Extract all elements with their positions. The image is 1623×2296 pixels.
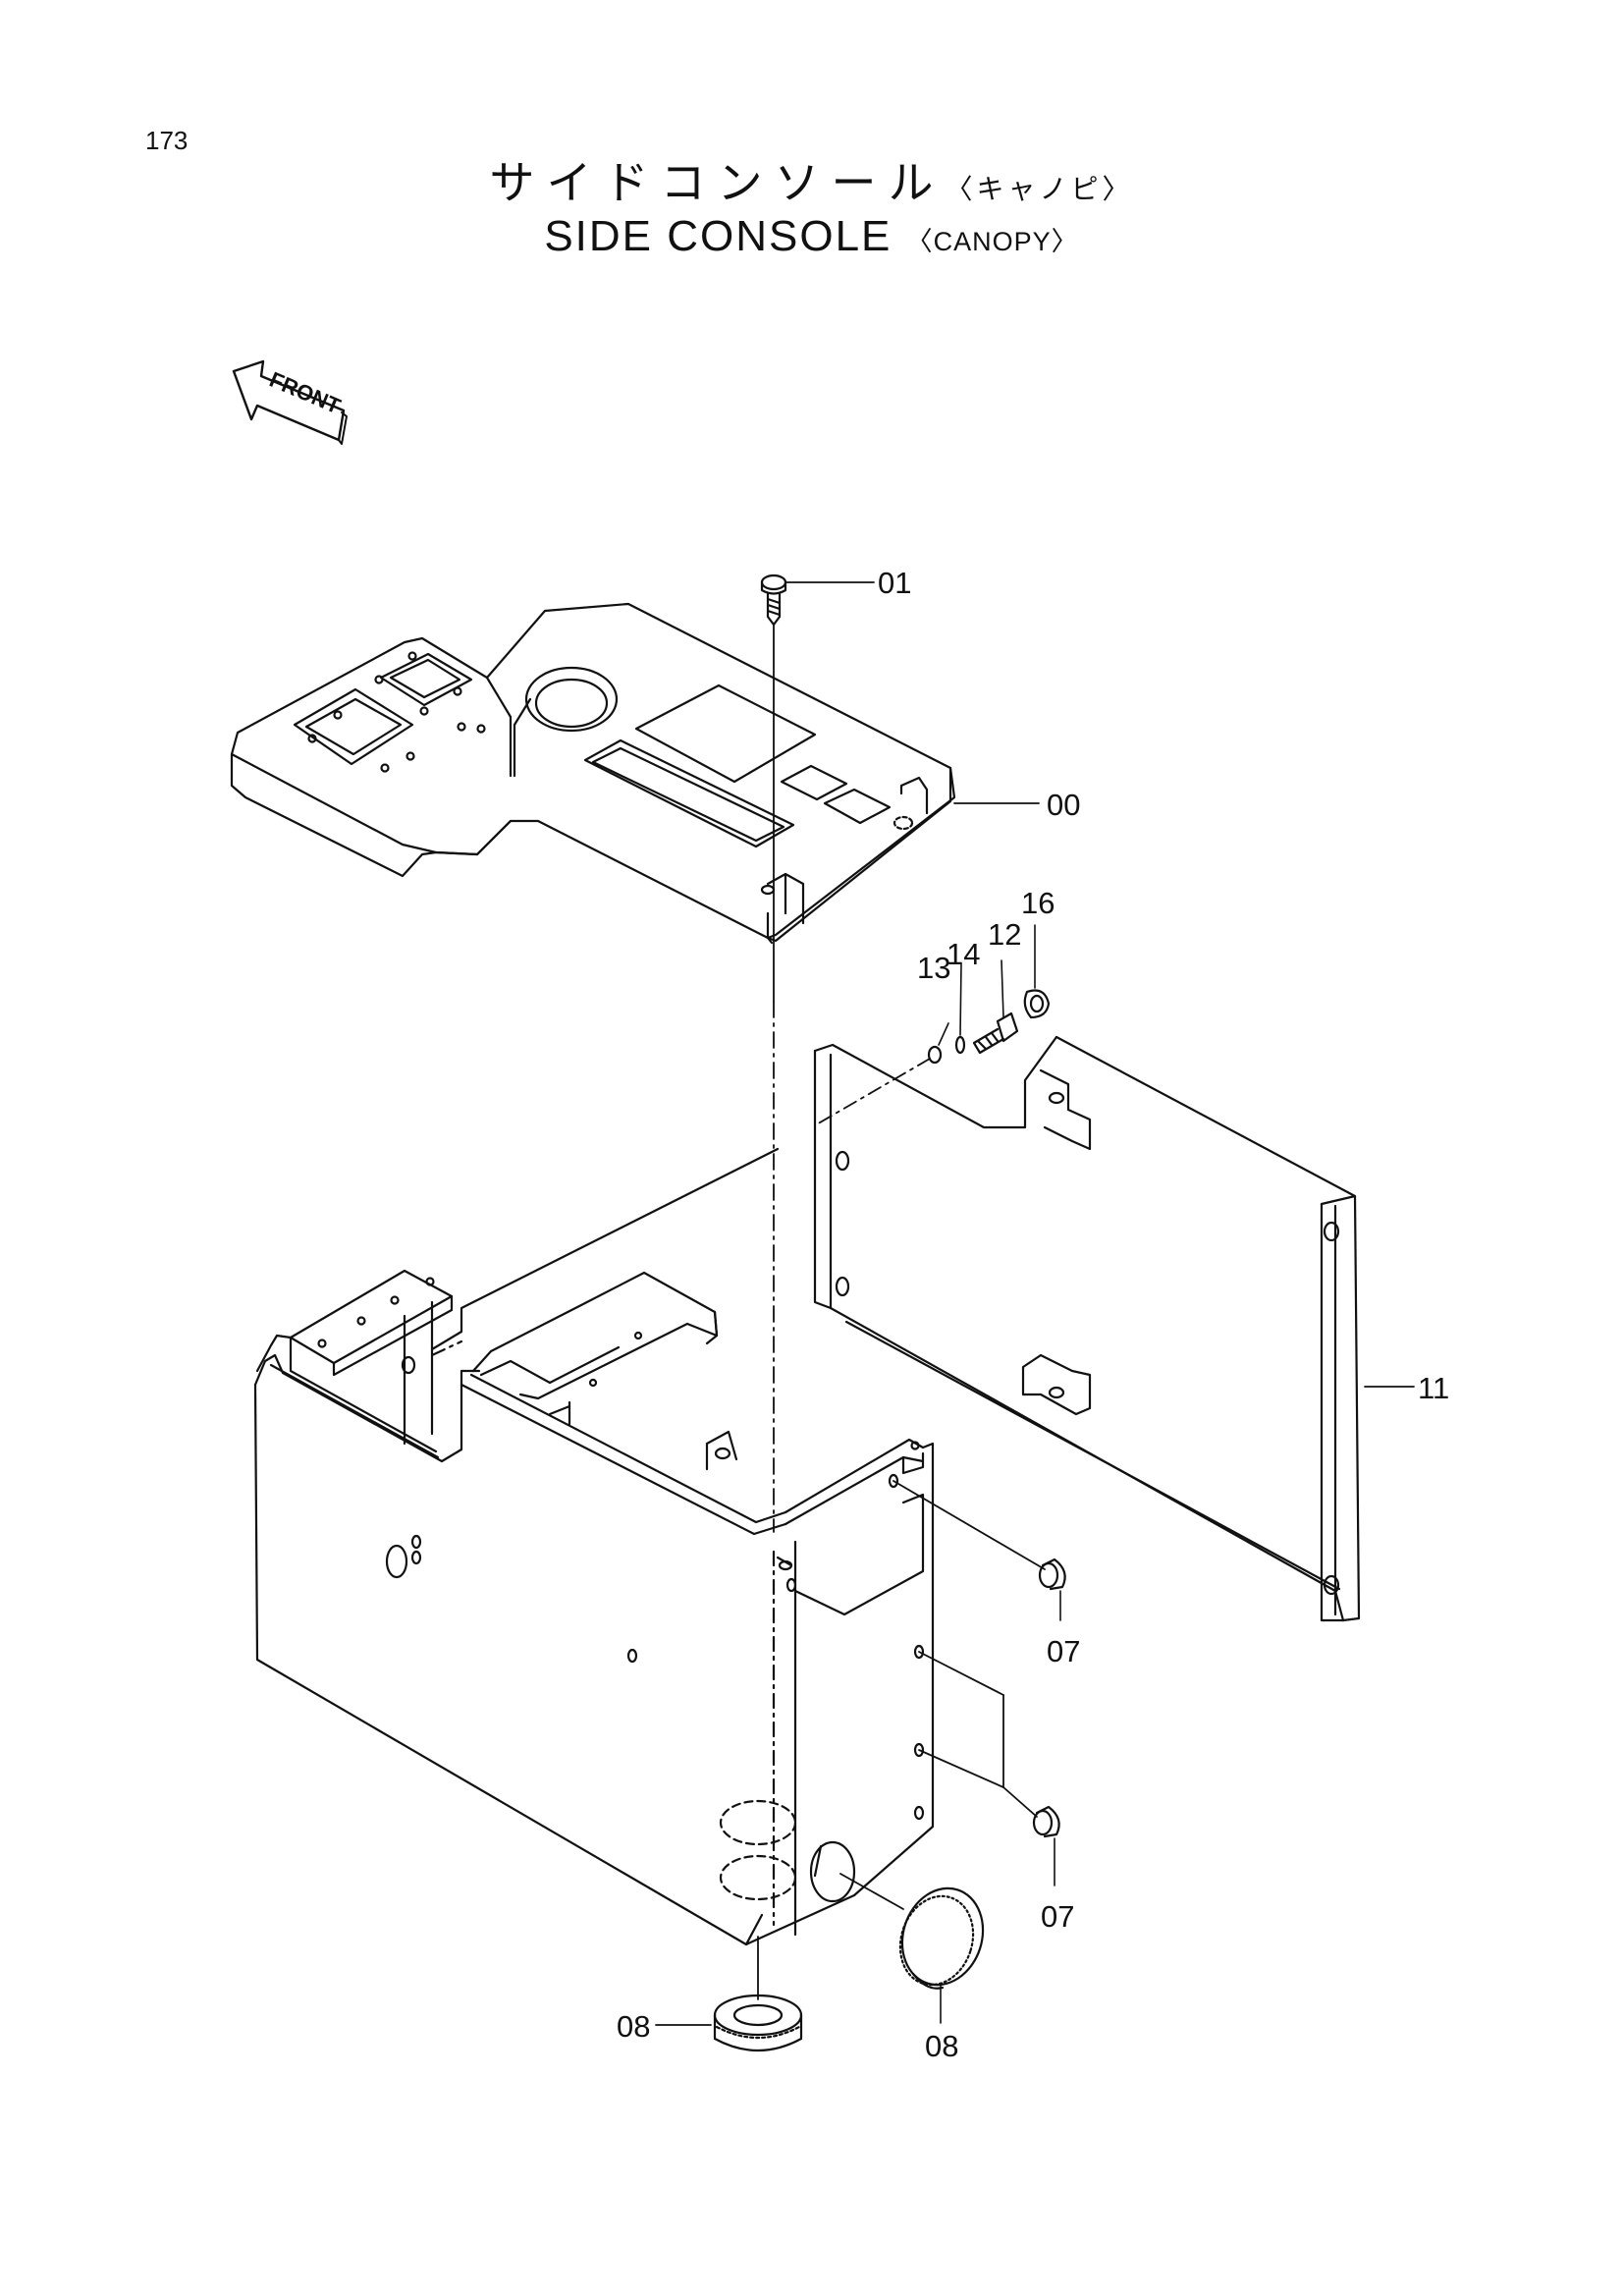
callout-07-upper: 07	[1047, 1634, 1080, 1668]
callout-14: 14	[947, 937, 980, 971]
callout-01: 01	[878, 566, 911, 600]
callout-16: 16	[1021, 886, 1055, 920]
callout-00: 00	[1047, 788, 1080, 822]
cap-part-08-side	[839, 1873, 985, 2024]
page-number: 173	[145, 126, 189, 155]
callout-08-side: 08	[925, 2029, 958, 2063]
title-english-sub: 〈CANOPY〉	[905, 227, 1079, 256]
front-arrow: FRONT	[232, 359, 348, 445]
title-english: SIDE CONSOLE 〈CANOPY〉	[0, 212, 1623, 261]
top-cover-part-00	[230, 602, 956, 945]
plug-part-07-lower	[918, 1651, 1060, 1886]
title-english-main: SIDE CONSOLE	[544, 212, 893, 260]
callout-12: 12	[988, 917, 1021, 952]
side-panel-part-11	[813, 1035, 1415, 1622]
screw-part-01	[760, 574, 787, 1533]
grommet-part-08-bottom	[655, 1936, 803, 2052]
callout-07-lower: 07	[1041, 1899, 1074, 1934]
fastener-set-12-13-14-16	[814, 924, 1051, 1126]
callout-11: 11	[1418, 1371, 1449, 1405]
callout-08-bottom: 08	[617, 2009, 650, 2044]
plug-part-07-upper	[893, 1480, 1066, 1621]
callout-13: 13	[917, 951, 950, 985]
front-arrow-label: FRONT	[266, 367, 345, 419]
console-box	[253, 1147, 935, 1946]
title-japanese: サイドコンソール〈キャノピ〉	[0, 147, 1623, 212]
title-japanese-main: サイドコンソール	[489, 156, 946, 209]
title-japanese-sub: 〈キャノピ〉	[945, 173, 1134, 205]
